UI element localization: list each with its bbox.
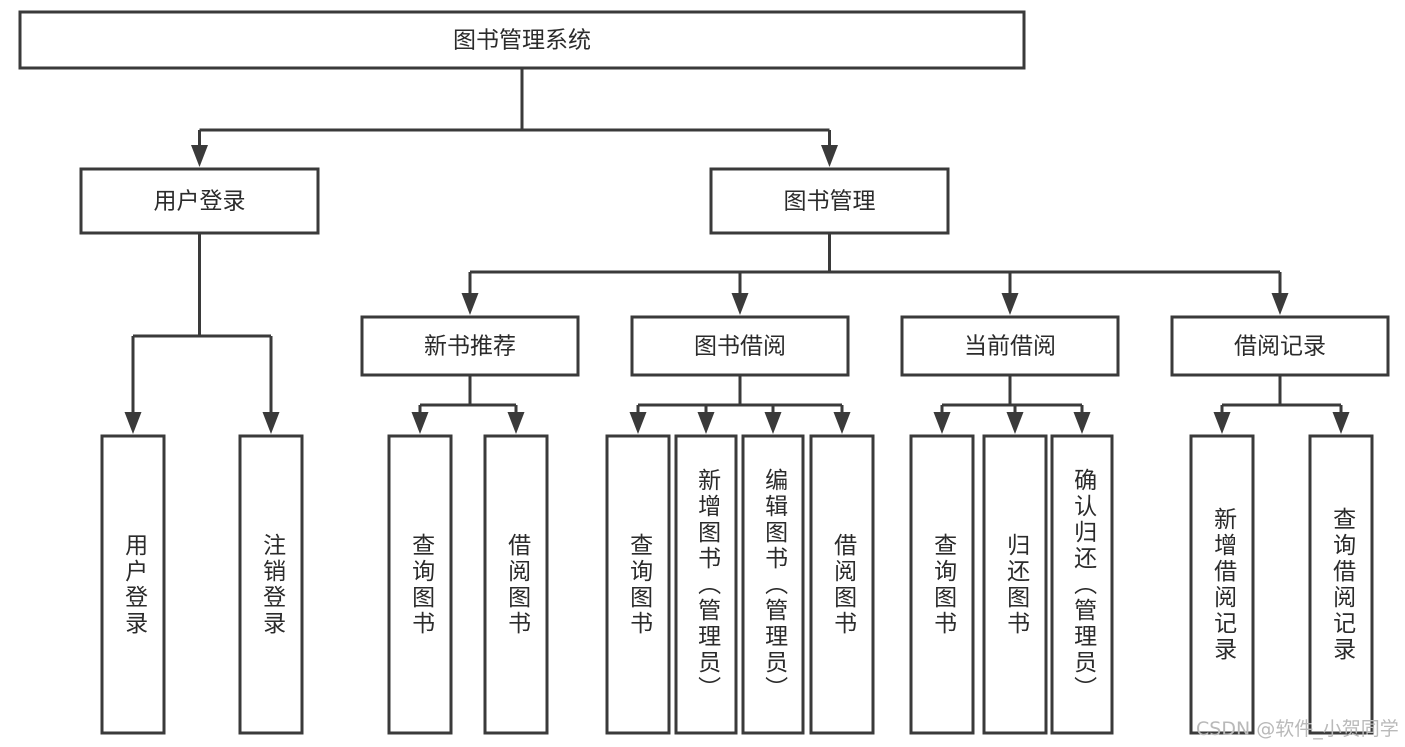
leaf-leaf-query-book-current[interactable] xyxy=(909,434,975,735)
node-user-login[interactable] xyxy=(79,167,320,235)
node-user-login-label: 用户登录 xyxy=(154,189,246,215)
node-book-borrow[interactable] xyxy=(630,315,850,377)
leaf-leaf-add-book-admin[interactable] xyxy=(674,434,738,735)
leaf-leaf-query-book-recommend[interactable] xyxy=(387,434,453,735)
node-book-manage[interactable] xyxy=(709,167,950,235)
node-root[interactable] xyxy=(18,10,1026,70)
leaf-leaf-borrow-book-recommend[interactable] xyxy=(483,434,549,735)
leaf-leaf-add-borrow-record[interactable] xyxy=(1189,434,1255,735)
leaf-leaf-query-borrow-record[interactable] xyxy=(1308,434,1374,735)
leaf-leaf-query-book-borrow[interactable] xyxy=(605,434,671,735)
leaf-leaf-user-login[interactable] xyxy=(100,434,166,735)
leaf-leaf-return-book[interactable] xyxy=(982,434,1048,735)
node-new-book-recommend[interactable] xyxy=(360,315,580,377)
node-root-label: 图书管理系统 xyxy=(453,28,591,54)
leaf-leaf-logout-login[interactable] xyxy=(238,434,304,735)
node-borrow-record[interactable] xyxy=(1170,315,1390,377)
connector-layer xyxy=(124,68,1350,434)
node-book-manage-label: 图书管理 xyxy=(784,189,876,215)
leaf-leaf-edit-book-admin[interactable] xyxy=(741,434,805,735)
node-new-book-recommend-label: 新书推荐 xyxy=(424,334,516,360)
node-book-borrow-label: 图书借阅 xyxy=(694,334,786,360)
node-current-borrow[interactable] xyxy=(900,315,1120,377)
node-current-borrow-label: 当前借阅 xyxy=(964,334,1056,360)
node-borrow-record-label: 借阅记录 xyxy=(1234,334,1326,360)
leaf-leaf-confirm-return-admin[interactable] xyxy=(1050,434,1114,735)
watermark-text: CSDN @软件_小贺同学 xyxy=(1196,718,1399,740)
leaf-leaf-borrow-book[interactable] xyxy=(809,434,875,735)
